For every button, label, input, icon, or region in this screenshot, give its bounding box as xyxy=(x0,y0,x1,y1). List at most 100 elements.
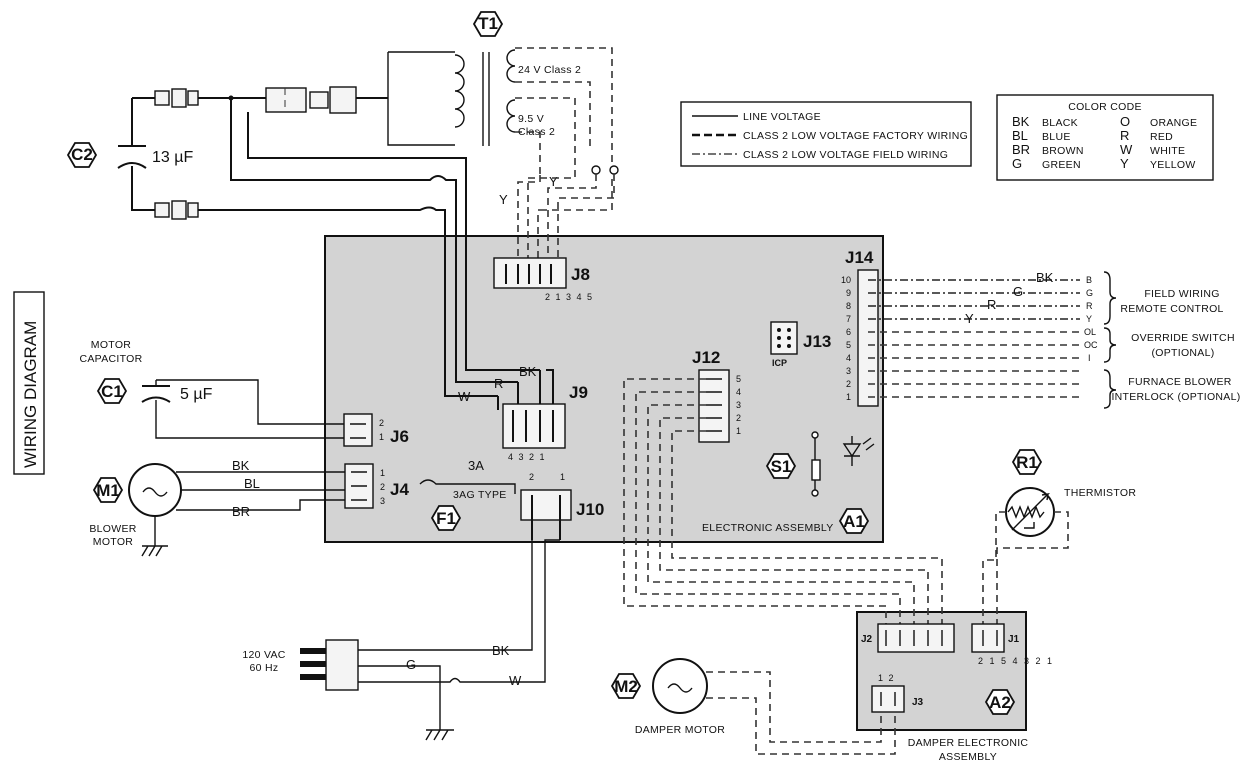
t1-secondary-9v-2: Class 2 xyxy=(518,126,555,138)
j9-label: J9 xyxy=(569,383,588,402)
j6-pin-1: 1 xyxy=(379,432,384,442)
brace-override xyxy=(1103,327,1117,363)
j14-terminal: OC xyxy=(1084,340,1098,350)
j1-label: J1 xyxy=(1008,634,1020,645)
j12-pin-2: 2 xyxy=(736,413,741,423)
damper-motor-m2: M2 DAMPER MOTOR xyxy=(610,658,896,755)
j14-terminal: I xyxy=(1088,353,1091,363)
connector-j12: J12 5 4 3 2 1 xyxy=(692,348,741,443)
wire-label-y-2: Y xyxy=(549,174,558,189)
j9-pins: 4 3 2 1 xyxy=(508,452,545,462)
line-plug-right xyxy=(329,86,357,114)
color-code-row: BK BLACK O ORANGE xyxy=(1012,114,1197,129)
motor-capacitor-label-2: CAPACITOR xyxy=(80,353,143,365)
j12-label: J12 xyxy=(692,348,720,367)
damper-assembly-label-1: DAMPER ELECTRONIC xyxy=(908,737,1029,749)
connector-j2: J2 xyxy=(861,623,955,653)
j14-pin: 2 xyxy=(846,379,851,389)
a1-label: A1 xyxy=(843,512,865,531)
t1-secondary-9v-1: 9.5 V xyxy=(518,113,544,125)
wire-label-bk-j14: BK xyxy=(1036,270,1054,285)
a2-connector-pins: 2 1 5 4 3 2 1 xyxy=(978,656,1052,666)
svg-text:BK: BK xyxy=(1012,114,1030,129)
j10-pin-1: 1 xyxy=(560,472,565,482)
power-voltage: 120 VAC xyxy=(242,649,285,661)
damper-assembly-label-2: ASSEMBLY xyxy=(939,751,997,763)
svg-text:G: G xyxy=(1012,156,1022,171)
legend-factory-wiring: CLASS 2 LOW VOLTAGE FACTORY WIRING xyxy=(743,130,968,142)
j4-label: J4 xyxy=(390,480,409,499)
wire-label-bl-m1: BL xyxy=(244,476,260,491)
motor-capacitor-label-1: MOTOR xyxy=(91,339,132,351)
t1-secondary-24v: 24 V Class 2 xyxy=(518,64,581,76)
j10-label: J10 xyxy=(576,500,604,519)
svg-text:W: W xyxy=(1120,142,1133,157)
connector-j10: 2 1 J10 xyxy=(520,472,604,540)
svg-text:RED: RED xyxy=(1150,131,1173,143)
color-code-row: BL BLUE R RED xyxy=(1012,128,1173,143)
side-title-box xyxy=(13,291,45,475)
j14-pin: 3 xyxy=(846,366,851,376)
svg-text:R: R xyxy=(1120,128,1129,143)
m1-label: M1 xyxy=(96,481,120,500)
legend-field-wiring: CLASS 2 LOW VOLTAGE FIELD WIRING xyxy=(743,149,948,161)
j3-label: J3 xyxy=(912,697,924,708)
wire-label-bk-power: BK xyxy=(492,643,510,658)
capacitor-c2: C2 13 µF xyxy=(66,88,268,220)
field-wiring-label-2: REMOTE CONTROL xyxy=(1120,303,1223,315)
power-frequency: 60 Hz xyxy=(250,662,279,674)
color-code-row: G GREEN Y YELLOW xyxy=(1012,156,1196,171)
svg-text:BROWN: BROWN xyxy=(1042,145,1084,157)
j14-pin: 8 xyxy=(846,301,851,311)
line-plug-left xyxy=(265,87,307,113)
j14-terminal: G xyxy=(1086,288,1093,298)
wire-label-g-j14: G xyxy=(1013,284,1023,299)
s1-label: S1 xyxy=(771,457,792,476)
wire-label-bk-j9: BK xyxy=(519,364,537,379)
svg-text:BR: BR xyxy=(1012,142,1030,157)
j12-pin-5: 5 xyxy=(736,374,741,384)
j10-pin-2: 2 xyxy=(529,472,534,482)
connector-j8: J8 2 1 3 4 5 xyxy=(493,257,592,302)
j14-terminal: Y xyxy=(1086,314,1092,324)
svg-text:WHITE: WHITE xyxy=(1150,145,1185,157)
legend-line-voltage: LINE VOLTAGE xyxy=(743,111,821,123)
line-plug-middle xyxy=(309,91,329,109)
wire-label-r-j14: R xyxy=(987,297,996,312)
blower-motor-m1: M1 BLOWER MOTOR BK BL BR xyxy=(89,458,345,557)
svg-text:ORANGE: ORANGE xyxy=(1150,117,1197,129)
fuse-f1: 3A 3AG TYPE F1 xyxy=(419,458,516,531)
transformer-t1: 24 V Class 2 9.5 V Class 2 T1 xyxy=(387,11,613,211)
f1-label: F1 xyxy=(436,509,456,528)
wire-label-y-j14: Y xyxy=(965,311,974,326)
field-wiring-label-1: FIELD WIRING xyxy=(1144,288,1219,300)
j14-pin: 7 xyxy=(846,314,851,324)
connector-j9: J9 4 3 2 1 xyxy=(502,383,588,462)
j12-pin-1: 1 xyxy=(736,426,741,436)
c2-label: C2 xyxy=(71,145,93,164)
svg-text:BL: BL xyxy=(1012,128,1028,143)
connector-j4: 1 2 3 J4 xyxy=(344,463,409,509)
wire-label-br-m1: BR xyxy=(232,504,250,519)
override-label-1: OVERRIDE SWITCH xyxy=(1131,332,1235,344)
j6-pin-2: 2 xyxy=(379,418,384,428)
wire-label-w-power: W xyxy=(509,673,522,688)
j14-pin: 4 xyxy=(846,353,851,363)
connector-j13-icp: J13 ICP xyxy=(770,321,831,368)
wire-label-r-j9: R xyxy=(494,376,503,391)
override-label-2: (OPTIONAL) xyxy=(1151,347,1214,359)
j14-terminal: R xyxy=(1086,301,1093,311)
fuse-rating: 3A xyxy=(468,458,484,473)
electronic-assembly-label: ELECTRONIC ASSEMBLY xyxy=(702,522,834,534)
power-plug: 120 VAC 60 Hz BK W G xyxy=(242,539,560,741)
j14-pin: 10 xyxy=(841,275,851,285)
c1-value: 5 µF xyxy=(180,386,213,403)
wire-label-bk-m1: BK xyxy=(232,458,250,473)
j14-terminal: B xyxy=(1086,275,1092,285)
color-code-title: COLOR CODE xyxy=(1068,101,1142,113)
j8-pins: 2 1 3 4 5 xyxy=(545,292,592,302)
j14-pin: 6 xyxy=(846,327,851,337)
svg-text:YELLOW: YELLOW xyxy=(1150,159,1196,171)
j6-label: J6 xyxy=(390,427,409,446)
svg-text:GREEN: GREEN xyxy=(1042,159,1081,171)
